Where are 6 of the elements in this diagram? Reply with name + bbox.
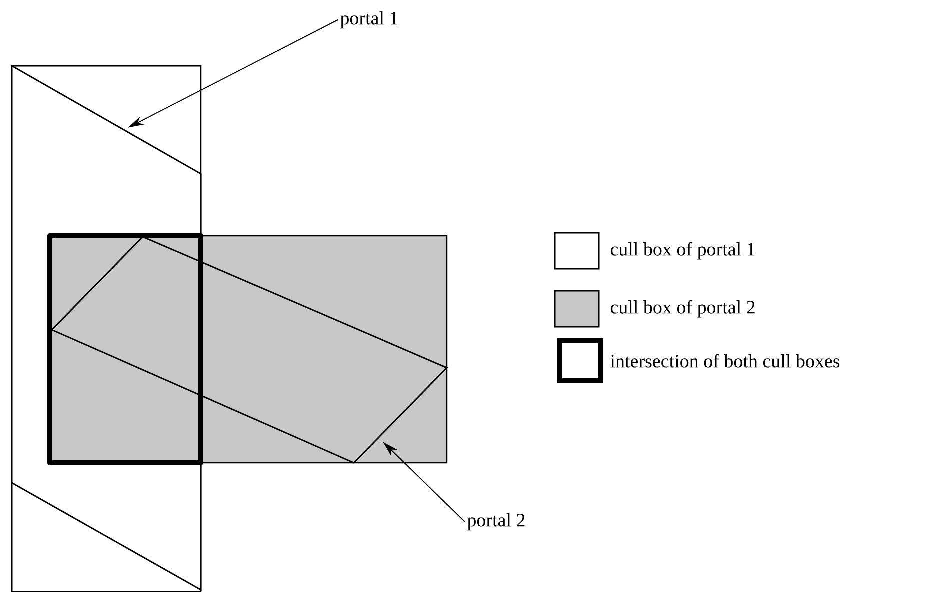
callout-label: portal 2 (468, 513, 525, 531)
legend-label: intersection of both cull boxes (610, 354, 840, 368)
callout-label: portal 1 (340, 11, 398, 29)
legend-label: cull box of portal 1 (610, 242, 755, 260)
portal-outline (12, 65, 202, 592)
legend-label: cull box of portal 2 (610, 300, 755, 318)
